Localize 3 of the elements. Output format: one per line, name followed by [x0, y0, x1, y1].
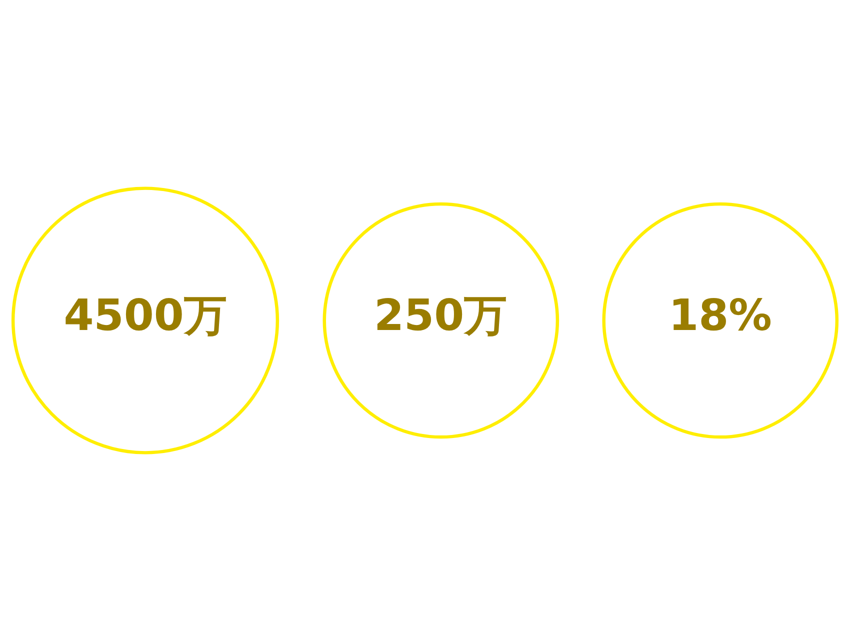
node-circle: 4500万	[11, 186, 280, 454]
node-circle: 18%	[602, 202, 839, 439]
node-circle: 250万	[322, 202, 560, 439]
